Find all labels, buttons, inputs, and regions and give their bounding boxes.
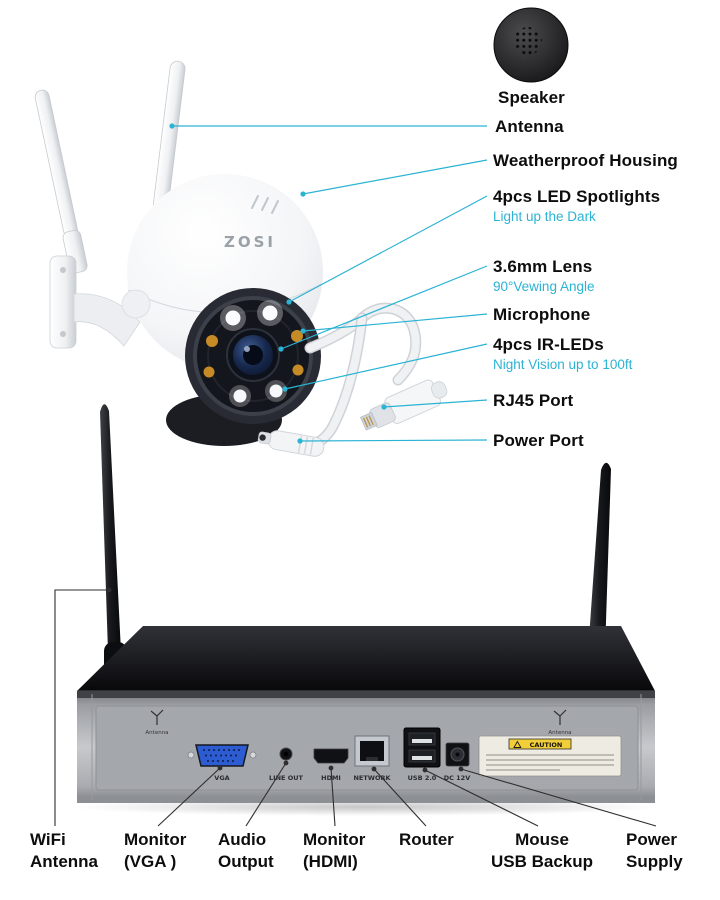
nvr-callout-lines bbox=[54, 589, 657, 827]
usb-ports bbox=[403, 727, 441, 768]
rj45-label: RJ45 Port bbox=[493, 391, 574, 410]
nvr-callout-dots bbox=[106, 587, 464, 773]
speaker-image bbox=[493, 7, 569, 83]
caution-sticker: CAUTION bbox=[478, 735, 622, 777]
callout-monitor-vga: Monitor (VGA ) bbox=[124, 830, 187, 871]
usb-port-label: USB 2.0 bbox=[408, 774, 437, 782]
callout-lens: 3.6mm Lens 90°Vewing Angle bbox=[493, 257, 594, 294]
vga-port-label: VGA bbox=[214, 774, 229, 782]
vga-port bbox=[187, 744, 257, 767]
callout-microphone: Microphone bbox=[493, 305, 590, 324]
microphone-label: Microphone bbox=[493, 305, 591, 324]
antenna-symbol-left-icon bbox=[150, 709, 164, 725]
antenna-symbol-right-icon bbox=[553, 709, 567, 725]
callout-antenna: Antenna bbox=[495, 117, 564, 136]
housing-label: Weatherproof Housing bbox=[493, 151, 678, 170]
nvr-illustration: Antenna Antenna VGA LINE OUT HDMI bbox=[71, 404, 661, 816]
camera-lens-icon bbox=[226, 328, 280, 382]
callout-ir-leds: 4pcs IR-LEDs Night Vision up to 100ft bbox=[493, 335, 632, 372]
lens-label: 3.6mm Lens bbox=[493, 257, 593, 276]
power-port-label: Power Port bbox=[493, 431, 584, 450]
camera-wall-mount bbox=[49, 255, 141, 349]
brand-logo: ZOSI bbox=[224, 233, 276, 251]
line-out-label: LINE OUT bbox=[269, 774, 304, 782]
callout-led-spotlights: 4pcs LED Spotlights Light up the Dark bbox=[493, 187, 660, 224]
warning-triangle-icon bbox=[513, 740, 522, 748]
hdmi-port-label: HDMI bbox=[321, 774, 341, 782]
speaker-label: Speaker bbox=[498, 88, 565, 107]
callout-speaker: Speaker bbox=[498, 88, 565, 107]
led-spotlights-icon bbox=[220, 300, 287, 407]
hdmi-port bbox=[313, 748, 349, 764]
network-port-label: NETWORK bbox=[353, 774, 391, 782]
callout-audio-output: Audio Output bbox=[218, 830, 274, 871]
callout-power-supply: Power Supply bbox=[626, 830, 683, 871]
caution-label: CAUTION bbox=[530, 741, 563, 749]
camera-illustration: ZOSI bbox=[34, 60, 323, 446]
camera-callout-dots bbox=[169, 123, 387, 444]
camera-antenna-left-icon bbox=[34, 89, 88, 274]
callout-rj45-port: RJ45 Port bbox=[493, 391, 573, 410]
callout-weatherproof-housing: Weatherproof Housing bbox=[493, 151, 678, 170]
antenna-port-label-right: Antenna bbox=[548, 730, 571, 736]
ir-leds-label: 4pcs IR-LEDs bbox=[493, 335, 604, 354]
camera-callout-lines bbox=[172, 125, 488, 442]
callout-power-port: Power Port bbox=[493, 431, 584, 450]
spotlights-sublabel: Light up the Dark bbox=[493, 209, 596, 224]
dc-port-label: DC 12V bbox=[444, 774, 471, 782]
network-port bbox=[354, 735, 390, 767]
dc-power-port bbox=[445, 742, 470, 767]
rj45-connector-icon bbox=[359, 379, 448, 431]
callout-wifi-antenna: WiFi Antenna bbox=[30, 830, 98, 871]
spotlights-label: 4pcs LED Spotlights bbox=[493, 187, 661, 206]
lens-sublabel: 90°Vewing Angle bbox=[493, 279, 595, 294]
callout-mouse-usb: Mouse USB Backup bbox=[491, 830, 594, 871]
ir-leds-sublabel: Night Vision up to 100ft bbox=[493, 357, 633, 372]
callout-router: Router bbox=[399, 830, 454, 849]
line-out-port bbox=[279, 747, 293, 761]
antenna-label: Antenna bbox=[495, 117, 564, 136]
ir-leds-icon bbox=[203, 330, 304, 378]
callout-monitor-hdmi: Monitor (HDMI) bbox=[303, 830, 366, 871]
camera-cables bbox=[257, 302, 448, 457]
antenna-port-label-left: Antenna bbox=[145, 730, 168, 736]
